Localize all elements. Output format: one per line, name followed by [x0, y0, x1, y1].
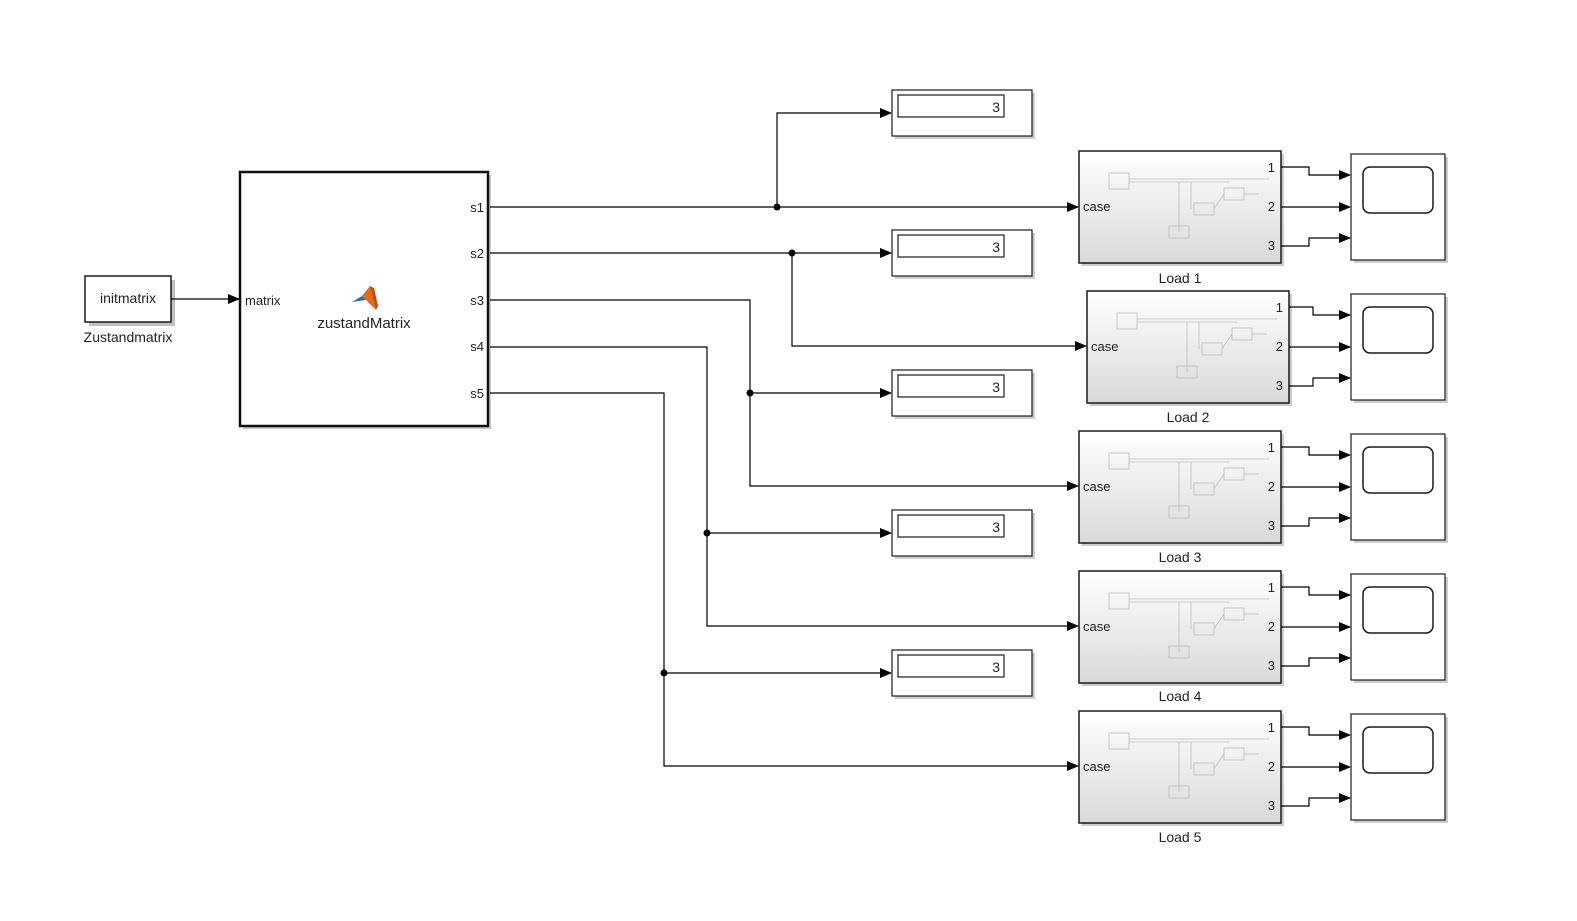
signal-line-s5-load5[interactable] — [490, 392, 1079, 771]
scope-block-3[interactable] — [1350, 433, 1448, 543]
signal-line-load5-out3[interactable] — [1281, 793, 1351, 807]
load-output-port-label: 1 — [1276, 300, 1283, 315]
load-subsystem-5[interactable]: case 1 2 3 Load 5 — [1078, 710, 1284, 845]
signal-line-s4-load4[interactable] — [490, 346, 1079, 631]
output-port-label-s2: s2 — [470, 246, 484, 261]
branch-point — [746, 389, 754, 397]
display-block-1[interactable]: 3 — [891, 89, 1035, 139]
signal-line-load1-out3[interactable] — [1281, 233, 1351, 247]
matlab-logo-icon — [352, 286, 378, 310]
load-subsystem-4[interactable]: case 1 2 3 Load 4 — [1078, 570, 1284, 704]
function-block-name: zustandMatrix — [317, 315, 411, 332]
subsystem-preview-icon — [1108, 732, 1269, 799]
subsystem-preview-icon — [1116, 312, 1277, 379]
branch-point — [773, 203, 781, 211]
display-value: 3 — [992, 379, 1000, 395]
scope-block-1[interactable] — [1350, 153, 1448, 263]
signal-line-load2-out3[interactable] — [1289, 373, 1351, 387]
signal-line-load3-out3[interactable] — [1281, 513, 1351, 527]
load-output-port-label: 1 — [1268, 720, 1275, 735]
load-block-name: Load 1 — [1159, 270, 1202, 286]
load-output-port-label: 3 — [1268, 518, 1275, 533]
load-input-port-label: case — [1083, 759, 1110, 774]
load-block-name: Load 5 — [1159, 829, 1202, 845]
subsystem-preview-icon — [1108, 172, 1269, 239]
load-input-port-label: case — [1083, 619, 1110, 634]
branch-point — [660, 669, 668, 677]
constant-value: initmatrix — [100, 290, 156, 306]
zustandmatrix-function-block[interactable]: matrix zustandMatrix s1 s2 s3 s4 s5 — [238, 170, 491, 429]
load-output-port-label: 3 — [1268, 798, 1275, 813]
display-block-2[interactable]: 3 — [891, 229, 1035, 279]
display-block-4[interactable]: 3 — [891, 509, 1035, 559]
signal-line-load5-out1[interactable] — [1281, 726, 1351, 740]
scope-screen-icon — [1362, 586, 1434, 634]
zustandmatrix-constant-block[interactable]: initmatrix Zustandmatrix — [84, 275, 175, 345]
signal-line-s1-display1[interactable] — [776, 108, 892, 207]
display-value: 3 — [992, 239, 1000, 255]
output-port-label-s1: s1 — [470, 200, 484, 215]
load-output-port-label: 2 — [1268, 619, 1275, 634]
load-input-port-label: case — [1083, 479, 1110, 494]
signal-line-load1-out1[interactable] — [1281, 166, 1351, 180]
branch-point — [788, 249, 796, 257]
function-input-port-label: matrix — [245, 293, 281, 308]
load-output-port-label: 2 — [1268, 479, 1275, 494]
load-input-port-label: case — [1091, 339, 1118, 354]
signal-line-load4-out1[interactable] — [1281, 586, 1351, 600]
load-subsystem-3[interactable]: case 1 2 3 Load 3 — [1078, 430, 1284, 565]
signal-line-load4-out3[interactable] — [1281, 653, 1351, 667]
scope-block-4[interactable] — [1350, 573, 1448, 683]
display-value: 3 — [992, 519, 1000, 535]
display-block-5[interactable]: 3 — [891, 649, 1035, 699]
load-output-port-label: 3 — [1276, 378, 1283, 393]
load-output-port-label: 1 — [1268, 440, 1275, 455]
scope-screen-icon — [1362, 446, 1434, 494]
load-subsystem-1[interactable]: case 1 2 3 Load 1 — [1078, 150, 1284, 286]
output-port-label-s4: s4 — [470, 339, 484, 354]
load-output-port-label: 2 — [1268, 759, 1275, 774]
load-block-name: Load 4 — [1159, 688, 1202, 704]
load-block-name: Load 3 — [1159, 549, 1202, 565]
load-output-port-label: 1 — [1268, 580, 1275, 595]
load-input-port-label: case — [1083, 199, 1110, 214]
signal-line-load2-out1[interactable] — [1289, 306, 1351, 320]
scope-screen-icon — [1362, 726, 1434, 774]
scope-screen-icon — [1362, 306, 1434, 354]
output-port-label-s5: s5 — [470, 386, 484, 401]
load-output-port-label: 3 — [1268, 238, 1275, 253]
subsystem-preview-icon — [1108, 452, 1269, 519]
load-block-name: Load 2 — [1167, 409, 1210, 425]
load-output-port-label: 3 — [1268, 658, 1275, 673]
display-value: 3 — [992, 99, 1000, 115]
subsystem-preview-icon — [1108, 592, 1269, 659]
constant-block-name: Zustandmatrix — [84, 329, 173, 345]
load-subsystem-2[interactable]: case 1 2 3 Load 2 — [1086, 290, 1292, 425]
display-block-3[interactable]: 3 — [891, 369, 1035, 419]
scope-block-2[interactable] — [1350, 293, 1448, 403]
scope-screen-icon — [1362, 166, 1434, 214]
output-port-label-s3: s3 — [470, 293, 484, 308]
scope-block-5[interactable] — [1350, 713, 1448, 823]
load-output-port-label: 2 — [1276, 339, 1283, 354]
branch-point — [703, 529, 711, 537]
display-value: 3 — [992, 659, 1000, 675]
load-output-port-label: 1 — [1268, 160, 1275, 175]
load-output-port-label: 2 — [1268, 199, 1275, 214]
signal-line-s2-load2[interactable] — [791, 253, 1087, 351]
signal-line-load3-out1[interactable] — [1281, 446, 1351, 460]
